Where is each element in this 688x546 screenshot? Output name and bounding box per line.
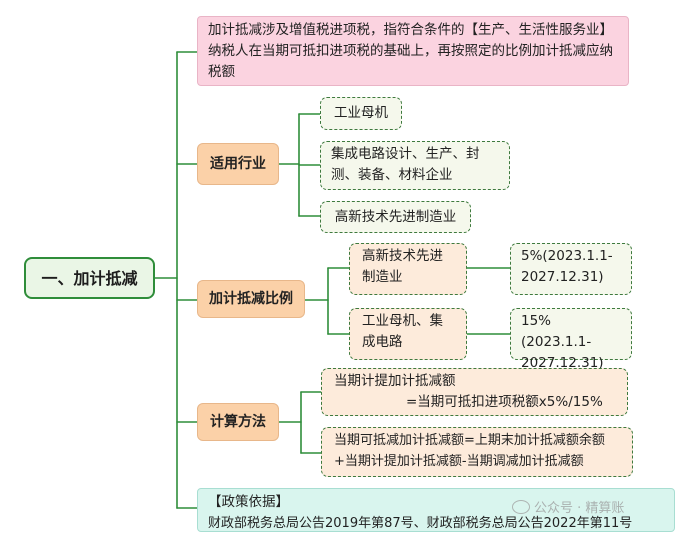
ratio-name-text: 工业母机、集成电路 — [362, 313, 443, 350]
formula-body: =当期可抵扣进项税额x5%/15% — [406, 394, 603, 410]
method-formula-accrual: 当期计提加计抵减额 =当期可抵扣进项税额x5%/15% — [321, 368, 628, 416]
ratio-name-machine-ic: 工业母机、集成电路 — [349, 308, 467, 360]
watermark: 公众号 · 精算账 — [512, 497, 624, 516]
ratio-rate-15: 15%(2023.1.1-2027.12.31) — [510, 308, 632, 371]
industry-item-hightech: 高新技术先进制造业 — [320, 201, 471, 233]
industry-item-text: 集成电路设计、生产、封测、装备、材料企业 — [331, 146, 480, 183]
ratio-name-hightech: 高新技术先进制造业 — [349, 243, 467, 295]
ratio-rate-5: 5%(2023.1.1-2027.12.31) — [510, 243, 632, 295]
method-formula-deductible: 当期可抵减加计抵减额=上期末加计抵减额余额+当期计提加计抵减额-当期调减加计抵减… — [321, 427, 633, 477]
formula-text: 当期可抵减加计抵减额=上期末加计抵减额余额+当期计提加计抵减额-当期调减加计抵减… — [334, 433, 605, 469]
ratio-label: 加计抵减比例 — [209, 290, 293, 307]
industry-category: 适用行业 — [197, 143, 279, 185]
industry-label: 适用行业 — [210, 155, 266, 172]
industry-item-machine-tool: 工业母机 — [320, 97, 402, 130]
root-node: 一、加计抵减 — [24, 257, 155, 299]
method-category: 计算方法 — [197, 403, 279, 441]
ratio-rate-text: 15%(2023.1.1-2027.12.31) — [521, 313, 604, 371]
policy-text: 财政部税务总局公告2019年第87号、财政部税务总局公告2022年第11号 — [208, 516, 633, 531]
intro-box: 加计抵减涉及增值税进项税，指符合条件的【生产、生活性服务业】纳税人在当期可抵扣进… — [197, 16, 629, 86]
ratio-name-text: 高新技术先进制造业 — [362, 248, 443, 285]
intro-text: 加计抵减涉及增值税进项税，指符合条件的【生产、生活性服务业】纳税人在当期可抵扣进… — [208, 22, 613, 80]
industry-item-ic: 集成电路设计、生产、封测、装备、材料企业 — [320, 141, 510, 190]
watermark-text: 公众号 · 精算账 — [534, 501, 625, 516]
policy-box: 【政策依据】 财政部税务总局公告2019年第87号、财政部税务总局公告2022年… — [197, 488, 675, 532]
formula-title: 当期计提加计抵减额 — [334, 373, 456, 389]
ratio-category: 加计抵减比例 — [197, 280, 305, 318]
method-label: 计算方法 — [210, 413, 266, 430]
ratio-rate-text: 5%(2023.1.1-2027.12.31) — [521, 248, 613, 285]
wechat-icon — [512, 499, 530, 514]
industry-item-text: 高新技术先进制造业 — [334, 208, 457, 225]
policy-title: 【政策依据】 — [208, 494, 289, 510]
root-label: 一、加计抵减 — [41, 268, 138, 288]
industry-item-text: 工业母机 — [334, 105, 388, 121]
